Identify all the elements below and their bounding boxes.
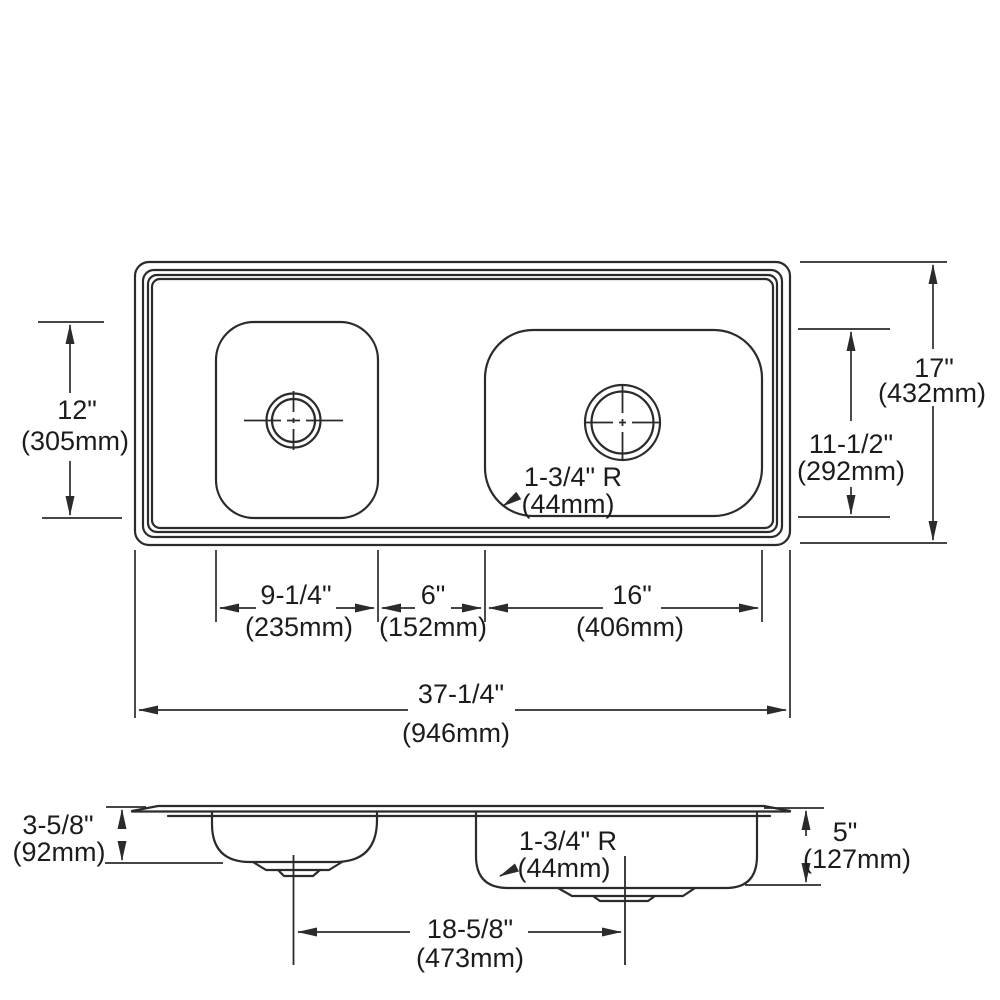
radius-leader-arrow bbox=[499, 863, 520, 877]
dim-12in-label: 12" bbox=[57, 395, 97, 425]
left-drain-fitting-inner bbox=[276, 868, 322, 878]
side-view-outline bbox=[130, 804, 792, 965]
right-drain-fitting-inner bbox=[591, 894, 657, 903]
dim-16in-label: 16" bbox=[612, 580, 652, 610]
left-drain-fitting-outer bbox=[251, 860, 344, 872]
dim-6in-label: 6" bbox=[421, 580, 446, 610]
left-bowl-drain bbox=[244, 391, 343, 450]
side-radius-metric-label: (44mm) bbox=[518, 853, 611, 883]
side-view-radius-callout: 1-3/4" R (44mm) bbox=[499, 826, 617, 883]
dim-right-bowl-depth-side: 5" (127mm) bbox=[745, 807, 911, 886]
dim-overall-width: 37-1/4" (946mm) bbox=[134, 550, 791, 748]
dim-left-bowl-depth-side: 3-5/8" (92mm) bbox=[13, 806, 223, 867]
dim-5in-label: 5" bbox=[833, 817, 858, 847]
dim-235mm-label: (235mm) bbox=[245, 612, 353, 642]
dim-9-1-4in-label: 9-1/4" bbox=[260, 580, 331, 610]
dim-92mm-label: (92mm) bbox=[13, 837, 106, 867]
dim-152mm-label: (152mm) bbox=[379, 612, 487, 642]
dim-bottom-widths: 9-1/4" (235mm) 6" (152mm) 16" (406mm) bbox=[215, 550, 763, 642]
radius-leader-arrow bbox=[502, 491, 522, 507]
dim-305mm-label: (305mm) bbox=[21, 426, 129, 456]
dim-drain-center-spacing: 18-5/8" (473mm) bbox=[297, 914, 622, 973]
left-bowl bbox=[214, 320, 380, 520]
dim-292mm-label: (292mm) bbox=[797, 456, 905, 486]
top-view-radius-callout: 1-3/4" R (44mm) bbox=[502, 462, 622, 519]
right-bowl bbox=[483, 328, 764, 518]
dim-right-bowl-front-to-back: 11-1/2" (292mm) bbox=[797, 328, 905, 518]
dim-946mm-label: (946mm) bbox=[402, 718, 510, 748]
sink-outer-rim bbox=[133, 260, 792, 547]
dim-17in-label: 17" bbox=[914, 353, 954, 383]
dim-overall-front-to-back: 17" (432mm) bbox=[800, 261, 986, 544]
dim-left-bowl-depth: 12" (305mm) bbox=[21, 321, 129, 519]
dim-37-1-4in-label: 37-1/4" bbox=[418, 679, 504, 709]
dim-18-5-8in-label: 18-5/8" bbox=[427, 914, 513, 944]
dim-406mm-label: (406mm) bbox=[576, 612, 684, 642]
sink-rim-line-2 bbox=[141, 268, 784, 539]
side-radius-inches-label: 1-3/4" R bbox=[519, 826, 617, 856]
top-radius-metric-label: (44mm) bbox=[522, 489, 615, 519]
right-bowl-profile bbox=[474, 811, 759, 890]
rim-top-surface bbox=[130, 804, 792, 813]
sink-rim-line-3 bbox=[146, 273, 779, 534]
dim-432mm-label: (432mm) bbox=[878, 378, 986, 408]
top-radius-inches-label: 1-3/4" R bbox=[524, 462, 622, 492]
sink-deck-edge bbox=[150, 277, 775, 530]
top-view-outline bbox=[133, 260, 792, 547]
right-drain-fitting-outer bbox=[556, 886, 697, 898]
dim-3-5-8in-label: 3-5/8" bbox=[22, 810, 93, 840]
right-bowl-drain bbox=[583, 383, 662, 462]
dim-127mm-label: (127mm) bbox=[803, 844, 911, 874]
dim-11-1-2in-label: 11-1/2" bbox=[809, 429, 893, 459]
left-bowl-profile bbox=[210, 811, 379, 864]
dim-473mm-label: (473mm) bbox=[416, 943, 524, 973]
